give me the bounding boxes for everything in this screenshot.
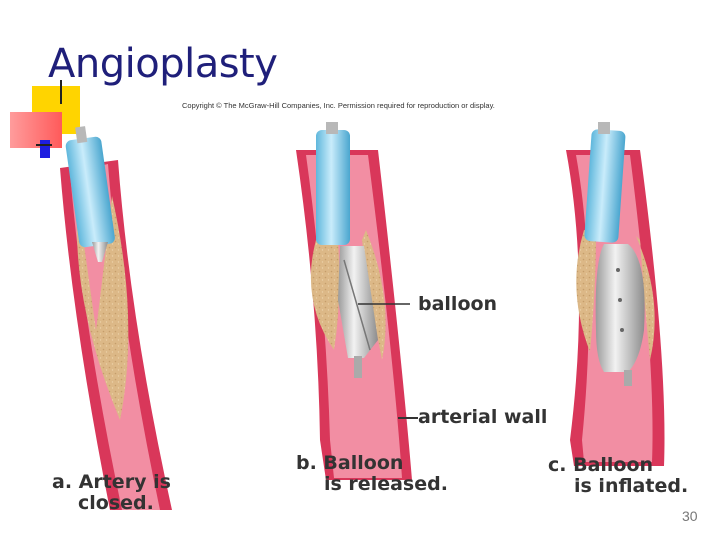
decor-red-square bbox=[10, 112, 62, 148]
decor-blue-square bbox=[40, 140, 50, 158]
panel-c-guidewire bbox=[598, 122, 610, 134]
balloon-label: balloon bbox=[418, 293, 498, 315]
page-number: 30 bbox=[682, 508, 698, 524]
caption-panel-c: c. Balloon is inflated. bbox=[548, 455, 688, 497]
panel-c-plaque-right bbox=[636, 236, 655, 360]
slide-title: Angioplasty bbox=[48, 41, 278, 87]
copyright-notice: Copyright © The McGraw-Hill Companies, I… bbox=[182, 101, 495, 110]
panel-c-plaque-left bbox=[576, 230, 596, 352]
caption-panel-a-line1: a. Artery is bbox=[52, 471, 171, 493]
panel-b-plaque-left bbox=[310, 240, 340, 350]
panel-a-plaque bbox=[76, 196, 129, 420]
panel-b-balloon-tip bbox=[354, 356, 362, 378]
panel-c-balloon bbox=[595, 244, 645, 372]
decor-line-horizontal bbox=[36, 144, 52, 146]
caption-panel-b-line1: b. Balloon bbox=[296, 452, 404, 474]
caption-panel-c-line2: is inflated. bbox=[574, 475, 689, 497]
caption-panel-c-line1: c. Balloon bbox=[548, 454, 654, 476]
panel-a-guidewire bbox=[75, 126, 88, 144]
panel-b-artery bbox=[296, 122, 418, 480]
panel-a-artery bbox=[60, 126, 172, 510]
panel-c-balloon-tip bbox=[624, 370, 632, 386]
caption-panel-a: a. Artery is closed. bbox=[52, 472, 171, 514]
caption-panel-b-line2: is released. bbox=[324, 473, 448, 495]
panel-c-catheter bbox=[584, 129, 626, 243]
arterial-wall-label: arterial wall bbox=[418, 406, 548, 428]
caption-panel-a-line2: closed. bbox=[78, 492, 154, 514]
panel-b-guidewire bbox=[326, 122, 338, 134]
panel-a-catheter bbox=[65, 136, 115, 248]
panel-b-catheter bbox=[316, 130, 350, 245]
panel-b-plaque-right bbox=[362, 230, 386, 360]
panel-a-balloon-tip bbox=[92, 242, 108, 262]
caption-panel-b: b. Balloon is released. bbox=[296, 453, 448, 495]
panel-c-artery bbox=[566, 122, 665, 466]
decor-line-vertical bbox=[60, 80, 62, 104]
